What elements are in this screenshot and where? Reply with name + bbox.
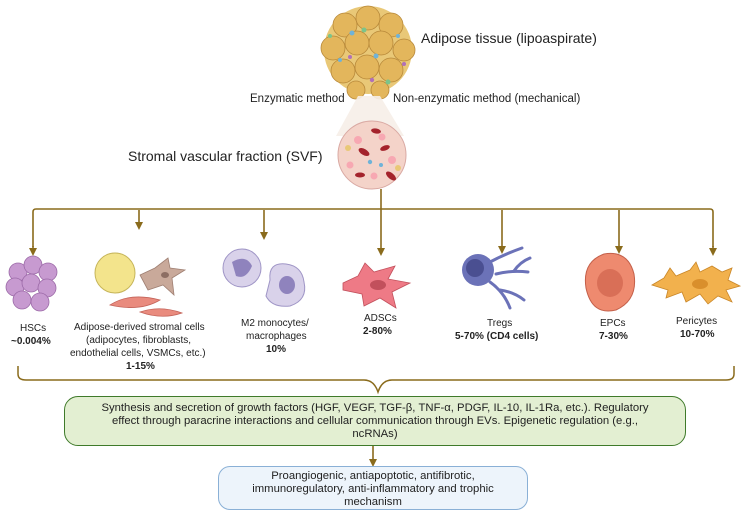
stromal-cells-name-line-2: (adipocytes, fibroblasts, xyxy=(86,335,192,346)
synthesis-text-line-1: Synthesis and secretion of growth factor… xyxy=(101,402,649,414)
adsc-percentage: 2-80% xyxy=(363,326,392,337)
synthesis-text-line-3: ncRNAs) xyxy=(352,428,398,440)
treg-percentage: 5-70% (CD4 cells) xyxy=(455,331,539,342)
mechanism-text-line-3: mechanism xyxy=(344,496,402,508)
mechanism-text-line-2: immunoregulatory, anti-inflammatory and … xyxy=(252,483,494,495)
adipose-tissue-illustration xyxy=(320,5,416,100)
mechanism-text-line-1: Proangiogenic, antiapoptotic, antifibrot… xyxy=(271,470,475,482)
pericyte-percentage: 10-70% xyxy=(680,329,715,340)
pericyte-illustration xyxy=(651,261,742,305)
m2-percentage: 10% xyxy=(266,344,287,355)
stromal-cells-name-line-1: Adipose-derived stromal cells xyxy=(74,322,205,333)
synthesis-text-line-2: effect through paracrine interactions an… xyxy=(111,415,639,427)
treg-name: Tregs xyxy=(487,318,513,329)
stromal-cells-name-line-3: endothelial cells, VSMCs, etc.) xyxy=(70,348,206,359)
svf-illustration xyxy=(337,120,407,190)
epc-name: EPCs xyxy=(600,318,626,329)
svf-label: Stromal vascular fraction (SVF) xyxy=(128,148,323,164)
distribution-lines xyxy=(29,189,717,256)
non-enzymatic-method-label: Non-enzymatic method (mechanical) xyxy=(393,93,581,105)
m2-name-line-1: M2 monocytes/ xyxy=(241,318,309,329)
synthesis-box: Synthesis and secretion of growth factor… xyxy=(64,396,686,446)
adsc-name: ADSCs xyxy=(364,313,397,324)
adipose-tissue-label: Adipose tissue (lipoaspirate) xyxy=(421,30,597,46)
enzymatic-method-label: Enzymatic method xyxy=(250,93,345,105)
stromal-cells-illustration xyxy=(94,252,187,317)
hsc-name: HSCs xyxy=(20,323,47,334)
macrophage-illustration xyxy=(222,248,306,307)
hsc-cell-illustration xyxy=(5,255,58,312)
pericyte-name: Pericytes xyxy=(676,316,718,327)
grouping-brace xyxy=(17,366,735,395)
hsc-percentage: ~0.004% xyxy=(11,336,51,347)
epc-illustration xyxy=(584,252,636,312)
m2-name-line-2: macrophages xyxy=(246,331,307,342)
adsc-illustration xyxy=(342,262,412,309)
mechanism-box: Proangiogenic, antiapoptotic, antifibrot… xyxy=(218,466,528,510)
stromal-cells-percentage: 1-15% xyxy=(126,361,155,372)
epc-percentage: 7-30% xyxy=(599,331,628,342)
treg-illustration xyxy=(462,246,532,310)
